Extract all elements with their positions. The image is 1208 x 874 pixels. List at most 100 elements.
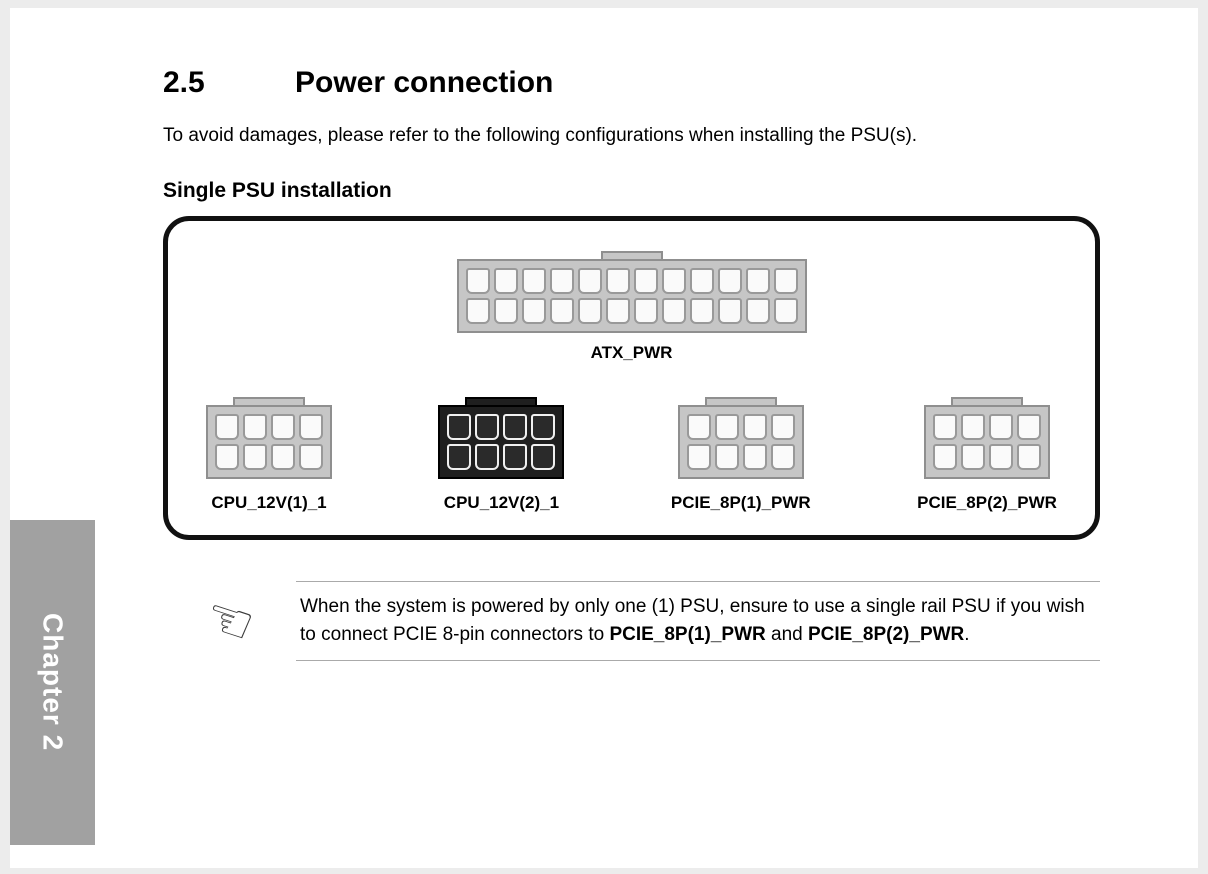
pin-cell <box>773 298 798 324</box>
pin-cell <box>742 444 767 470</box>
pin-cell <box>770 444 795 470</box>
pin-cell <box>215 414 239 440</box>
pin-cell <box>1017 414 1042 440</box>
pin-cell <box>745 298 770 324</box>
note-text-bold-2: PCIE_8P(2)_PWR <box>808 623 965 645</box>
connector-latch <box>704 397 777 406</box>
pin-grid <box>465 268 798 324</box>
connector-body <box>456 259 807 333</box>
pin-cell <box>689 298 714 324</box>
section-heading: 2.5 Power connection <box>163 66 1100 99</box>
pin-cell <box>271 444 295 470</box>
connector-CPU_12V(2)_1 <box>438 397 565 479</box>
pin-cell <box>531 444 556 470</box>
pin-cell <box>714 414 739 440</box>
pin-cell <box>447 444 472 470</box>
pin-cell <box>549 268 574 294</box>
atx-connector-group: ATX_PWR <box>206 251 1057 363</box>
pin-cell <box>577 268 602 294</box>
pin-cell <box>503 414 528 440</box>
pointing-hand-icon: ☜ <box>196 583 263 658</box>
pin-grid <box>215 414 323 470</box>
pin-cell <box>475 414 500 440</box>
pin-cell <box>549 298 574 324</box>
pin-cell <box>243 414 267 440</box>
chapter-tab: Chapter 2 <box>10 520 95 845</box>
connector-CPU_12V(1)_1 <box>206 397 332 479</box>
pin-cell <box>493 298 518 324</box>
intro-text: To avoid damages, please refer to the fo… <box>163 125 918 146</box>
note-text-post: . <box>964 623 970 645</box>
chapter-label: Chapter 2 <box>37 613 69 752</box>
atx-connector <box>456 251 807 333</box>
note-box: ☜ When the system is powered by only one… <box>163 581 1100 661</box>
pin-cell <box>961 444 986 470</box>
subheading: Single PSU installation <box>163 179 392 202</box>
pin-cell <box>989 414 1014 440</box>
connector-body <box>206 405 332 479</box>
pin-cell <box>577 298 602 324</box>
pin-cell <box>773 268 798 294</box>
connector-PCIE_8P(2)_PWR <box>924 397 1051 479</box>
pin-cell <box>531 414 556 440</box>
pin-grid <box>447 414 556 470</box>
pin-grid <box>686 414 795 470</box>
note-text: When the system is powered by only one (… <box>296 581 1100 661</box>
note-text-pre: When the system is powered by only one (… <box>300 596 1085 645</box>
pin-cell <box>503 444 528 470</box>
atx-connector-label: ATX_PWR <box>590 343 673 362</box>
connector-latch <box>233 397 305 406</box>
connector-group-2: CPU_12V(2)_1 <box>438 397 565 513</box>
pin-cell <box>243 444 267 470</box>
pin-cell <box>633 298 658 324</box>
pin-cell <box>605 268 630 294</box>
connector-body <box>677 405 804 479</box>
pin-cell <box>989 444 1014 470</box>
connector-label: CPU_12V(1)_1 <box>211 493 327 512</box>
pin-cell <box>686 444 711 470</box>
connector-body <box>438 405 565 479</box>
connector-latch <box>951 397 1024 406</box>
note-icon-box: ☜ <box>163 581 296 661</box>
pin-cell <box>605 298 630 324</box>
connector-label: PCIE_8P(2)_PWR <box>917 493 1057 512</box>
pin-cell <box>465 298 490 324</box>
pin-cell <box>447 414 472 440</box>
pin-cell <box>933 414 958 440</box>
pin-cell <box>661 298 686 324</box>
pin-cell <box>745 268 770 294</box>
connector-latch <box>600 251 663 260</box>
pin-cell <box>770 414 795 440</box>
connector-PCIE_8P(1)_PWR <box>677 397 804 479</box>
pin-cell <box>1017 444 1042 470</box>
pin-cell <box>742 414 767 440</box>
pin-cell <box>465 268 490 294</box>
pin-cell <box>271 414 295 440</box>
section-title: Power connection <box>295 66 554 99</box>
pin-cell <box>714 444 739 470</box>
pin-cell <box>493 268 518 294</box>
pin-cell <box>521 268 546 294</box>
note-text-mid: and <box>765 623 808 645</box>
pin-cell <box>933 444 958 470</box>
pin-cell <box>521 298 546 324</box>
psu-diagram: ATX_PWR CPU_12V(1)_1 CPU_12V(2)_1 PCIE_8P(… <box>163 216 1100 540</box>
pin-cell <box>299 414 323 440</box>
pin-cell <box>215 444 239 470</box>
connector-label: PCIE_8P(1)_PWR <box>670 493 811 512</box>
connector-group-4: PCIE_8P(2)_PWR <box>917 397 1057 513</box>
pin-cell <box>299 444 323 470</box>
pin-cell <box>686 414 711 440</box>
connector-body <box>924 405 1051 479</box>
pin-grid <box>933 414 1042 470</box>
pin-cell <box>633 268 658 294</box>
manual-page: 2.5 Power connection To avoid damages, p… <box>10 8 1198 868</box>
connector-group-3: PCIE_8P(1)_PWR <box>671 397 811 513</box>
pin-cell <box>475 444 500 470</box>
pin-cell <box>717 298 742 324</box>
connector-group-1: CPU_12V(1)_1 <box>206 397 332 513</box>
eight-pin-connector-row: CPU_12V(1)_1 CPU_12V(2)_1 PCIE_8P(1)_PWR PC… <box>206 397 1057 513</box>
connector-label: CPU_12V(2)_1 <box>443 493 560 512</box>
pin-cell <box>661 268 686 294</box>
